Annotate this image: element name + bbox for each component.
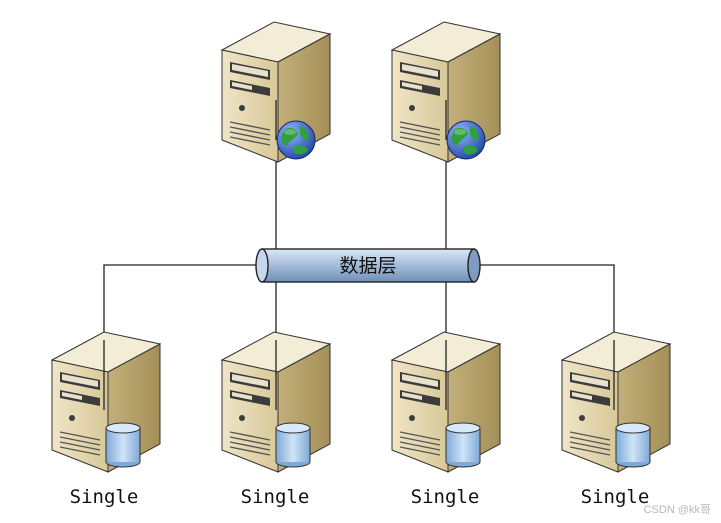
web-server-2: [391, 21, 501, 163]
bus-label: 数据层: [339, 255, 396, 277]
globe-icon: [276, 120, 316, 160]
db-server-4: [561, 331, 671, 473]
globe-icon: [446, 120, 486, 160]
db-server-3-label: Single: [411, 486, 480, 508]
watermark: CSDN @kk哥: [643, 504, 711, 516]
database-icon: [445, 422, 481, 468]
front-links: [103, 100, 615, 410]
db-server-4-label: Single: [581, 486, 650, 508]
database-icon: [105, 422, 141, 468]
database-icon: [275, 422, 311, 468]
web-server-1: [221, 21, 331, 163]
db-server-2-label: Single: [241, 486, 310, 508]
db-server-1-label: Single: [70, 486, 139, 508]
data-layer-bus: 数据层: [255, 248, 481, 283]
db-server-1: [51, 331, 161, 473]
database-icon: [615, 422, 651, 468]
